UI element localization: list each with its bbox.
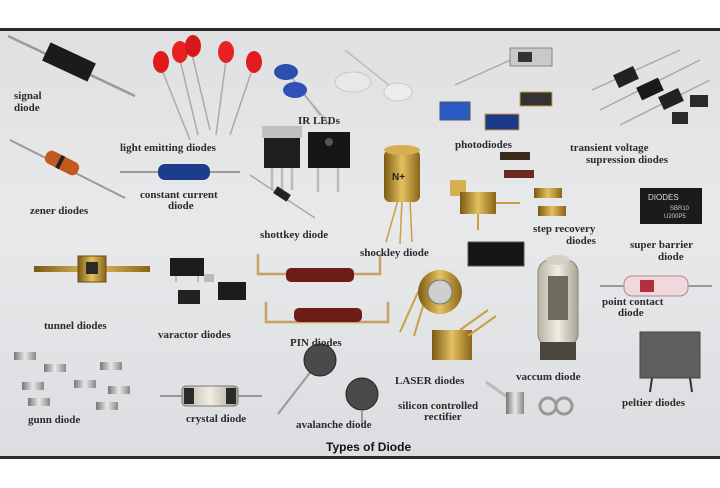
label-avalanche: avalanche diode [296,419,372,431]
label-ir-leds: IR LEDs [298,115,340,127]
label-photodiodes: photodiodes [455,139,512,151]
avalanche-diode-part [277,343,379,426]
label-super-barrier-line1: super barrier [630,239,694,251]
label-ccd-line2: diode [168,200,194,212]
label-pin: PIN diodes [290,337,342,349]
constant-current-diode-part [120,164,240,180]
shockley-mark: N+ [392,172,405,183]
tunnel-diode-part [34,255,150,283]
super-barrier-diode-part: DIODES SBR10 U200P5 [640,188,702,224]
chip-mark-3: U200P5 [664,214,686,220]
schottky-diode-part [249,126,350,219]
pin-diode-part [256,254,390,324]
laser-diode-part [399,270,497,360]
label-step-recovery-line1: step recovery [533,223,596,235]
diode-artwork: N+ DIODES SBR10 U200P5 [7,34,712,426]
label-crystal: crystal diode [186,413,247,425]
label-scr-line1: silicon controlled [398,400,479,412]
label-vacuum: vaccum diode [516,371,581,383]
label-scr-line2: rectifier [424,411,462,423]
label-signal-diode-line1: signal [14,90,42,102]
scr-part [485,380,574,416]
crystal-diode-part [160,385,262,407]
ir-led-part [274,49,413,126]
label-point-contact-line2: diode [618,307,644,319]
label-step-recovery-line2: diodes [566,235,596,247]
label-led: light emitting diodes [120,142,216,154]
zener-diode-part [9,139,126,199]
label-tvs-line2: supression diodes [586,154,669,166]
label-super-barrier-line2: diode [658,251,684,263]
peltier-diode-part [639,331,701,393]
tvs-diode-part [591,49,711,126]
photodiode-part [439,47,553,131]
top-border [0,28,720,31]
label-peltier: peltier diodes [622,397,686,409]
led-part [153,35,262,141]
signal-diode-part [7,34,136,98]
label-gunn: gunn diode [28,414,81,426]
chip-mark-2: SBR10 [670,206,690,212]
label-tvs-line1: transient voltage [570,142,649,154]
label-ccd-line1: constant current [140,189,218,201]
label-tunnel: tunnel diodes [44,320,107,332]
label-shockley: shockley diode [360,247,429,259]
label-signal-diode-line2: diode [14,102,40,114]
label-point-contact-line1: point contact [602,296,664,308]
label-varactor: varactor diodes [158,329,231,341]
label-schottky: shottkey diode [260,229,329,241]
vacuum-diode-part [537,255,579,360]
label-laser: LASER diodes [395,375,465,387]
gunn-diode-part [14,352,130,410]
chip-mark-1: DIODES [648,193,679,202]
varactor-diode-part [170,258,246,304]
point-contact-diode-part [600,275,712,297]
shockley-diode-part: N+ [384,145,420,245]
figure-title: Types of Diode [326,440,412,454]
label-zener: zener diodes [30,205,89,217]
diode-types-figure: N+ DIODES SBR10 U200P5 [0,30,720,458]
bottom-border [0,456,720,459]
step-recovery-diode-part [450,152,566,267]
